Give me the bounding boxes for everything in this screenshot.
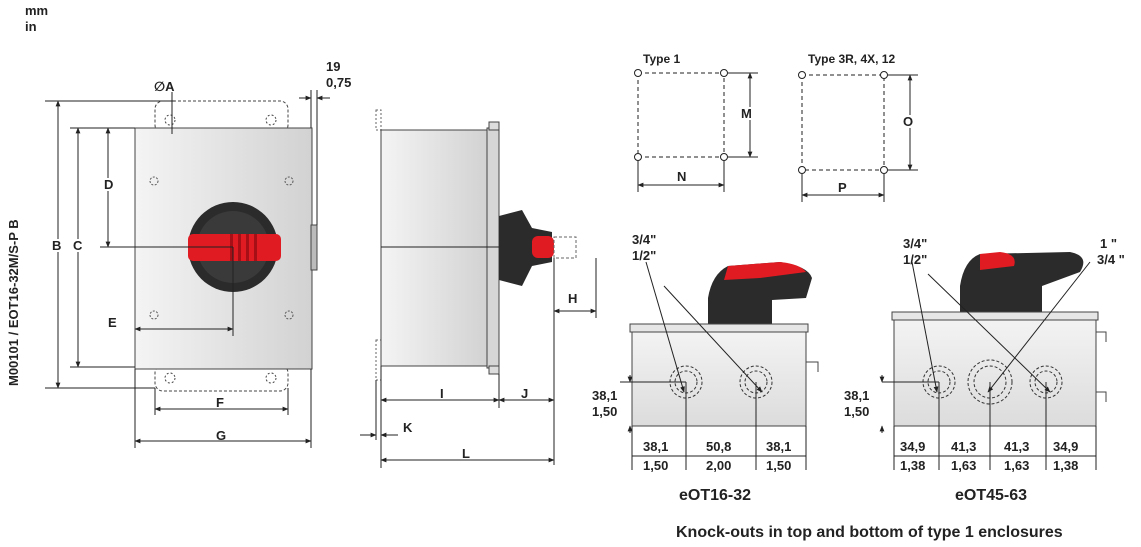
conduit-label-3-4: 3/4" [632,232,657,247]
dim-label-K: K [403,420,413,435]
knockout2-height-mm: 38,1 [844,388,870,403]
spacing2-in-1: 1,38 [900,458,926,473]
knockout-dims-eot16-32 [620,261,807,470]
spacing-in-1: 1,50 [643,458,669,473]
dim-label-hole-A: ∅A [154,79,175,94]
knockout-dims-eot45-63 [879,261,1097,470]
spacing-in-3: 1,50 [766,458,792,473]
spacing-mm-2: 50,8 [706,439,732,454]
spacing2-mm-3: 41,3 [1004,439,1030,454]
conduit-label-right-3-4: 3/4 " [1097,252,1125,267]
spacing2-mm-4: 34,9 [1053,439,1079,454]
front-view [134,100,318,392]
spacing2-mm-2: 41,3 [951,439,977,454]
side-dimensions [360,258,597,468]
dim-label-E: E [108,315,117,330]
unit-mm-label: mm [25,3,49,18]
spacing2-mm-1: 34,9 [900,439,926,454]
conduit-label-left-1-2: 1/2" [903,252,928,267]
conduit-label-left-3-4: 3/4" [903,236,928,251]
model-label-eot16-32: eOT16-32 [679,487,752,504]
dim-label-C: C [73,238,83,253]
hole-pattern-type3r-title: Type 3R, 4X, 12 [808,52,896,66]
knockout-height-in: 1,50 [592,404,618,419]
dim-label-M: M [741,106,752,121]
spacing-mm-1: 38,1 [643,439,669,454]
spacing-mm-3: 38,1 [766,439,792,454]
spacing2-in-2: 1,63 [951,458,977,473]
conduit-label-right-1: 1 " [1100,236,1118,251]
knockout2-height-in: 1,50 [844,404,870,419]
dim-label-G: G [216,428,227,443]
dim-label-B: B [52,238,62,253]
hole-pattern-type1-title: Type 1 [643,52,681,66]
hole-pattern-type3r [798,71,918,202]
side-view [375,109,577,381]
caption: Knock-outs in top and bottom of type 1 e… [676,524,1063,541]
spacing2-in-3: 1,63 [1004,458,1030,473]
unit-in-label: in [25,19,37,34]
dim-label-J: J [521,386,529,401]
spacing-in-2: 2,00 [706,458,732,473]
conduit-label-1-2: 1/2" [632,248,657,263]
dim-label-O: O [903,114,914,129]
spacing2-in-4: 1,38 [1053,458,1079,473]
dim-label-I: I [440,386,444,401]
dim-label-offset-mm: 19 [326,59,341,74]
dim-label-D: D [104,177,114,192]
dim-label-offset-in: 0,75 [326,75,352,90]
dim-label-F: F [216,395,224,410]
knockout-height-mm: 38,1 [592,388,618,403]
dim-label-N: N [677,169,687,184]
dim-label-L: L [462,446,470,461]
dim-label-H: H [568,291,578,306]
dim-label-P: P [838,180,847,195]
drawing-code: M00101 / EOT16-32M/S-P B [6,219,21,386]
knockout-view-eot45-63 [891,252,1107,427]
knockout-view-eot16-32 [629,262,819,427]
hole-pattern-type1 [634,69,758,192]
model-label-eot45-63: eOT45-63 [955,487,1028,504]
